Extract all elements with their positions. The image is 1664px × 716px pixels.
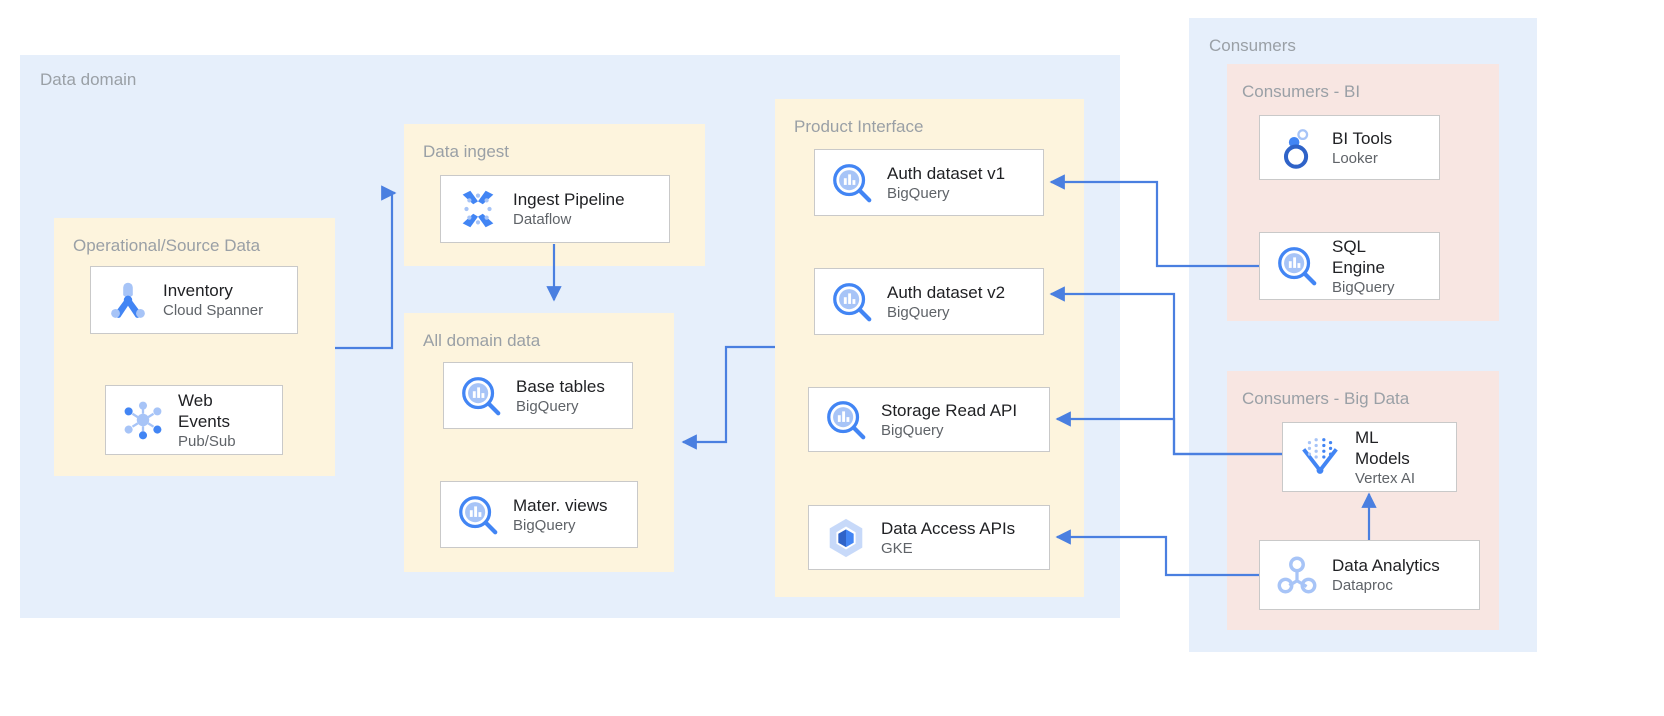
group-product-interface-title: Product Interface xyxy=(794,117,924,136)
node-data-access-apis-title: Data Access APIs xyxy=(881,518,1016,538)
node-bi-tools-subtitle: Looker xyxy=(1332,149,1378,167)
group-data-domain-title: Data domain xyxy=(40,70,137,89)
node-web-events-title: Web Events xyxy=(178,390,230,431)
node-ml-models-subtitle: Vertex AI xyxy=(1355,469,1416,487)
node-mater-views-title: Mater. views xyxy=(513,495,608,515)
node-bi-tools[interactable]: BI Tools Looker xyxy=(1259,115,1440,180)
node-auth-dataset-v1-subtitle: BigQuery xyxy=(887,184,950,202)
node-data-analytics[interactable]: Data Analytics Dataproc xyxy=(1259,540,1480,610)
node-inventory-subtitle: Cloud Spanner xyxy=(163,302,264,319)
node-inventory-title: Inventory xyxy=(163,281,233,300)
node-base-tables[interactable]: Base tables BigQuery xyxy=(443,362,633,429)
group-data-ingest-title: Data ingest xyxy=(423,142,509,161)
node-auth-dataset-v2-subtitle: BigQuery xyxy=(887,303,950,321)
node-ingest-pipeline-title: Ingest Pipeline xyxy=(513,190,625,209)
group-consumers-bi-title: Consumers - BI xyxy=(1242,82,1361,101)
pubsub-icon xyxy=(124,401,162,440)
node-base-tables-subtitle: BigQuery xyxy=(516,397,579,415)
node-storage-read-api-subtitle: BigQuery xyxy=(881,421,944,439)
node-auth-dataset-v2[interactable]: Auth dataset v2 BigQuery xyxy=(814,268,1044,335)
bigquery-icon xyxy=(827,400,866,439)
node-sql-engine-subtitle: BigQuery xyxy=(1332,278,1395,296)
dataproc-icon xyxy=(1277,556,1317,594)
node-ingest-pipeline-subtitle: Dataflow xyxy=(513,211,572,228)
group-consumers-title: Consumers xyxy=(1209,36,1296,55)
group-all-domain-data-title: All domain data xyxy=(423,331,541,350)
node-data-access-apis-subtitle: GKE xyxy=(881,539,913,557)
node-ingest-pipeline[interactable]: Ingest Pipeline Dataflow xyxy=(440,175,670,243)
node-inventory[interactable]: Inventory Cloud Spanner xyxy=(90,266,298,334)
node-web-events-subtitle: Pub/Sub xyxy=(178,432,236,450)
node-web-events[interactable]: Web Events Pub/Sub xyxy=(105,385,283,455)
looker-icon xyxy=(1283,128,1309,169)
node-bi-tools-title: BI Tools xyxy=(1332,128,1393,148)
bigquery-icon xyxy=(1278,247,1317,286)
node-data-access-apis[interactable]: Data Access APIs GKE xyxy=(808,505,1050,570)
group-consumers-big-data-title: Consumers - Big Data xyxy=(1242,389,1410,408)
node-mater-views[interactable]: Mater. views BigQuery xyxy=(440,481,638,548)
node-data-analytics-title: Data Analytics xyxy=(1332,556,1440,575)
dataflow-icon xyxy=(462,190,494,228)
bigquery-icon xyxy=(833,282,872,321)
vertex-ai-icon xyxy=(1302,438,1338,474)
node-storage-read-api-title: Storage Read API xyxy=(881,400,1018,420)
node-base-tables-title: Base tables xyxy=(516,376,605,396)
node-sql-engine-title: SQL Engine xyxy=(1332,236,1385,277)
group-operational-title: Operational/Source Data xyxy=(73,236,261,255)
node-sql-engine[interactable]: SQL Engine BigQuery xyxy=(1259,232,1440,300)
node-auth-dataset-v2-title: Auth dataset v2 xyxy=(887,282,1006,302)
node-mater-views-subtitle: BigQuery xyxy=(513,516,576,534)
bigquery-icon xyxy=(462,376,501,415)
node-auth-dataset-v1[interactable]: Auth dataset v1 BigQuery xyxy=(814,149,1044,216)
node-auth-dataset-v1-title: Auth dataset v1 xyxy=(887,163,1006,183)
bigquery-icon xyxy=(459,495,498,534)
node-ml-models-title: ML Models xyxy=(1355,427,1410,468)
bigquery-icon xyxy=(833,163,872,202)
node-ml-models[interactable]: ML Models Vertex AI xyxy=(1282,422,1457,492)
gke-icon xyxy=(829,518,863,557)
node-storage-read-api[interactable]: Storage Read API BigQuery xyxy=(808,387,1050,452)
node-data-analytics-subtitle: Dataproc xyxy=(1332,577,1393,594)
cloud-spanner-icon xyxy=(111,282,145,318)
